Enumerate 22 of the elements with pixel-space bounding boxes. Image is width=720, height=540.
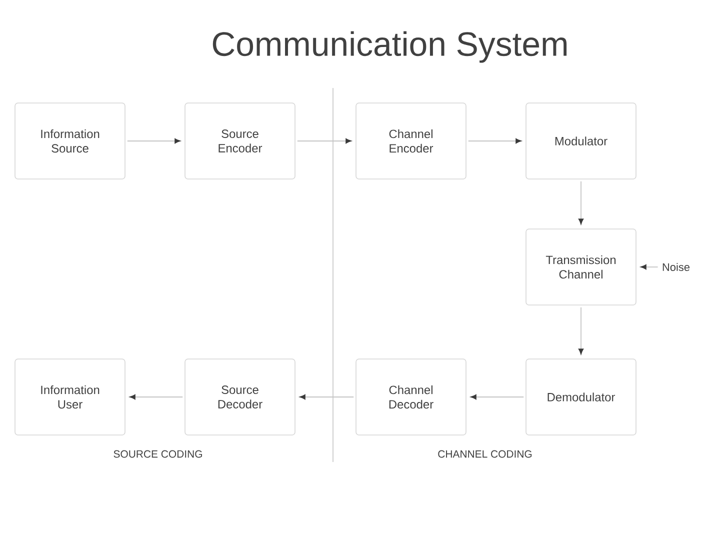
block-box: Source Encoder	[184, 102, 296, 180]
section-label: CHANNEL CODING	[438, 450, 532, 458]
title: Communication System	[212, 31, 567, 63]
block-box: Source Decoder	[184, 358, 296, 436]
block-box: Channel Decoder	[356, 358, 466, 436]
block-box: Transmission Channel	[526, 228, 636, 306]
arrow	[300, 394, 354, 400]
input-label: Noise	[662, 262, 690, 272]
arrow	[470, 394, 524, 400]
arrow	[578, 180, 584, 224]
block-box: Modulator	[526, 102, 636, 180]
arrow	[126, 138, 180, 144]
arrow	[130, 394, 184, 400]
arrow	[578, 306, 584, 354]
block-box: Demodulator	[526, 358, 636, 436]
arrow	[640, 264, 658, 270]
arrow	[296, 138, 352, 144]
block-box: Information User	[14, 358, 126, 436]
arrow	[468, 138, 522, 144]
block-box: Channel Encoder	[356, 102, 466, 180]
section-label: SOURCE CODING	[114, 450, 202, 458]
block-box: Information Source	[14, 102, 126, 180]
